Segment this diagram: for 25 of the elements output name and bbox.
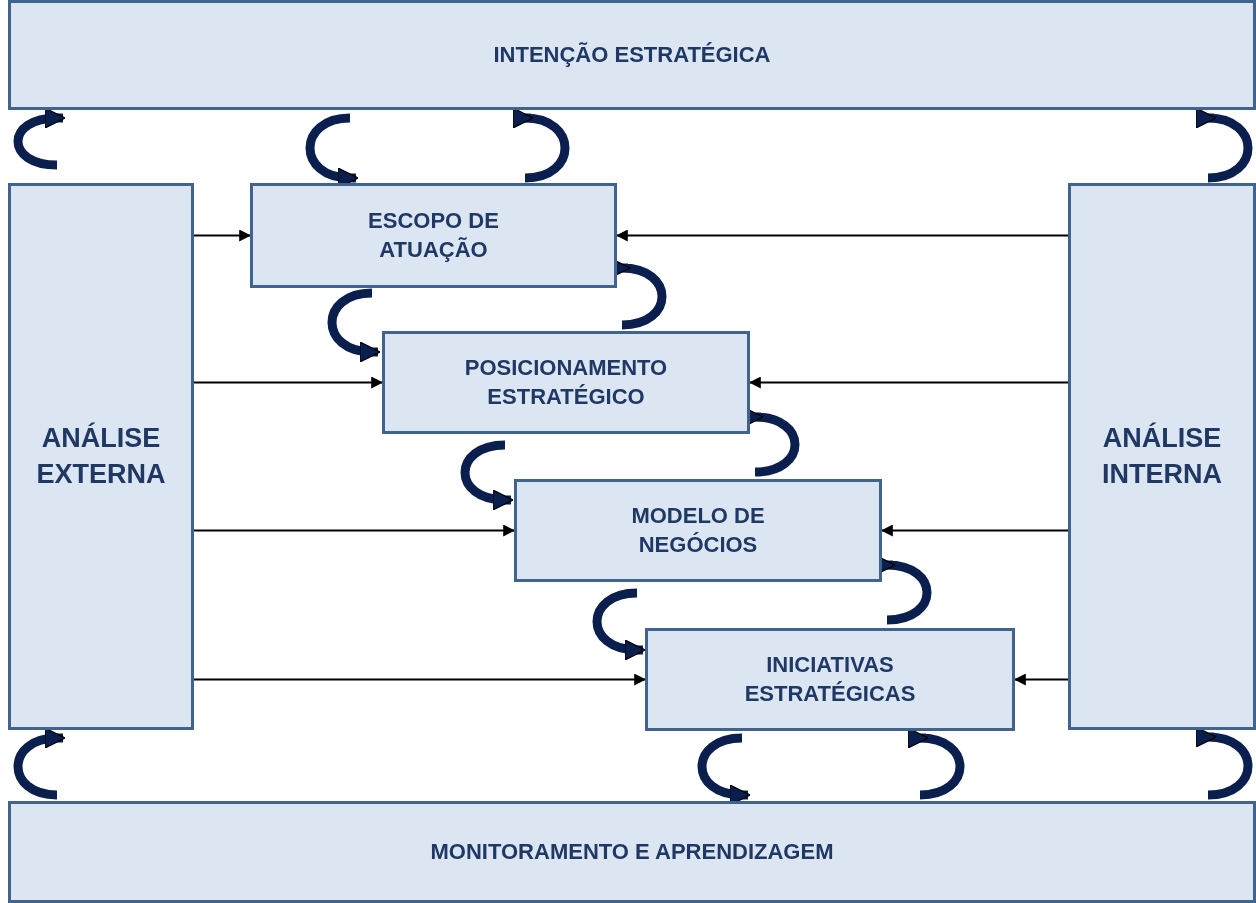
- arrow: [748, 376, 1069, 389]
- arrow: [615, 229, 1069, 242]
- process-box: [8, 801, 1256, 903]
- box-label: MODELO DE NEGÓCIOS: [630, 501, 766, 559]
- arrow: [880, 524, 1069, 537]
- process-box: [645, 628, 1015, 731]
- box-label: INICIATIVAS ESTRATÉGICAS: [743, 650, 917, 708]
- process-box: [1068, 183, 1256, 730]
- arrow: [193, 376, 384, 389]
- arrow: [193, 524, 516, 537]
- process-box: [382, 331, 750, 434]
- box-label: ESCOPO DE ATUAÇÃO: [367, 206, 500, 264]
- box-label: ANÁLISE INTERNA: [1101, 421, 1223, 491]
- box-label: MONITORAMENTO E APRENDIZAGEM: [430, 837, 834, 866]
- arrow: [193, 673, 647, 686]
- process-box: [8, 0, 1256, 110]
- arrow: [1013, 673, 1069, 686]
- arrow: [193, 229, 252, 242]
- process-box: [250, 183, 617, 288]
- curved-arrow: [327, 288, 381, 363]
- box-label: POSICIONAMENTO ESTRATÉGICO: [463, 353, 669, 411]
- box-label: ANÁLISE EXTERNA: [35, 421, 167, 491]
- process-box: [514, 479, 882, 582]
- box-label: INTENÇÃO ESTRATÉGICA: [493, 40, 771, 69]
- process-box: [8, 183, 194, 730]
